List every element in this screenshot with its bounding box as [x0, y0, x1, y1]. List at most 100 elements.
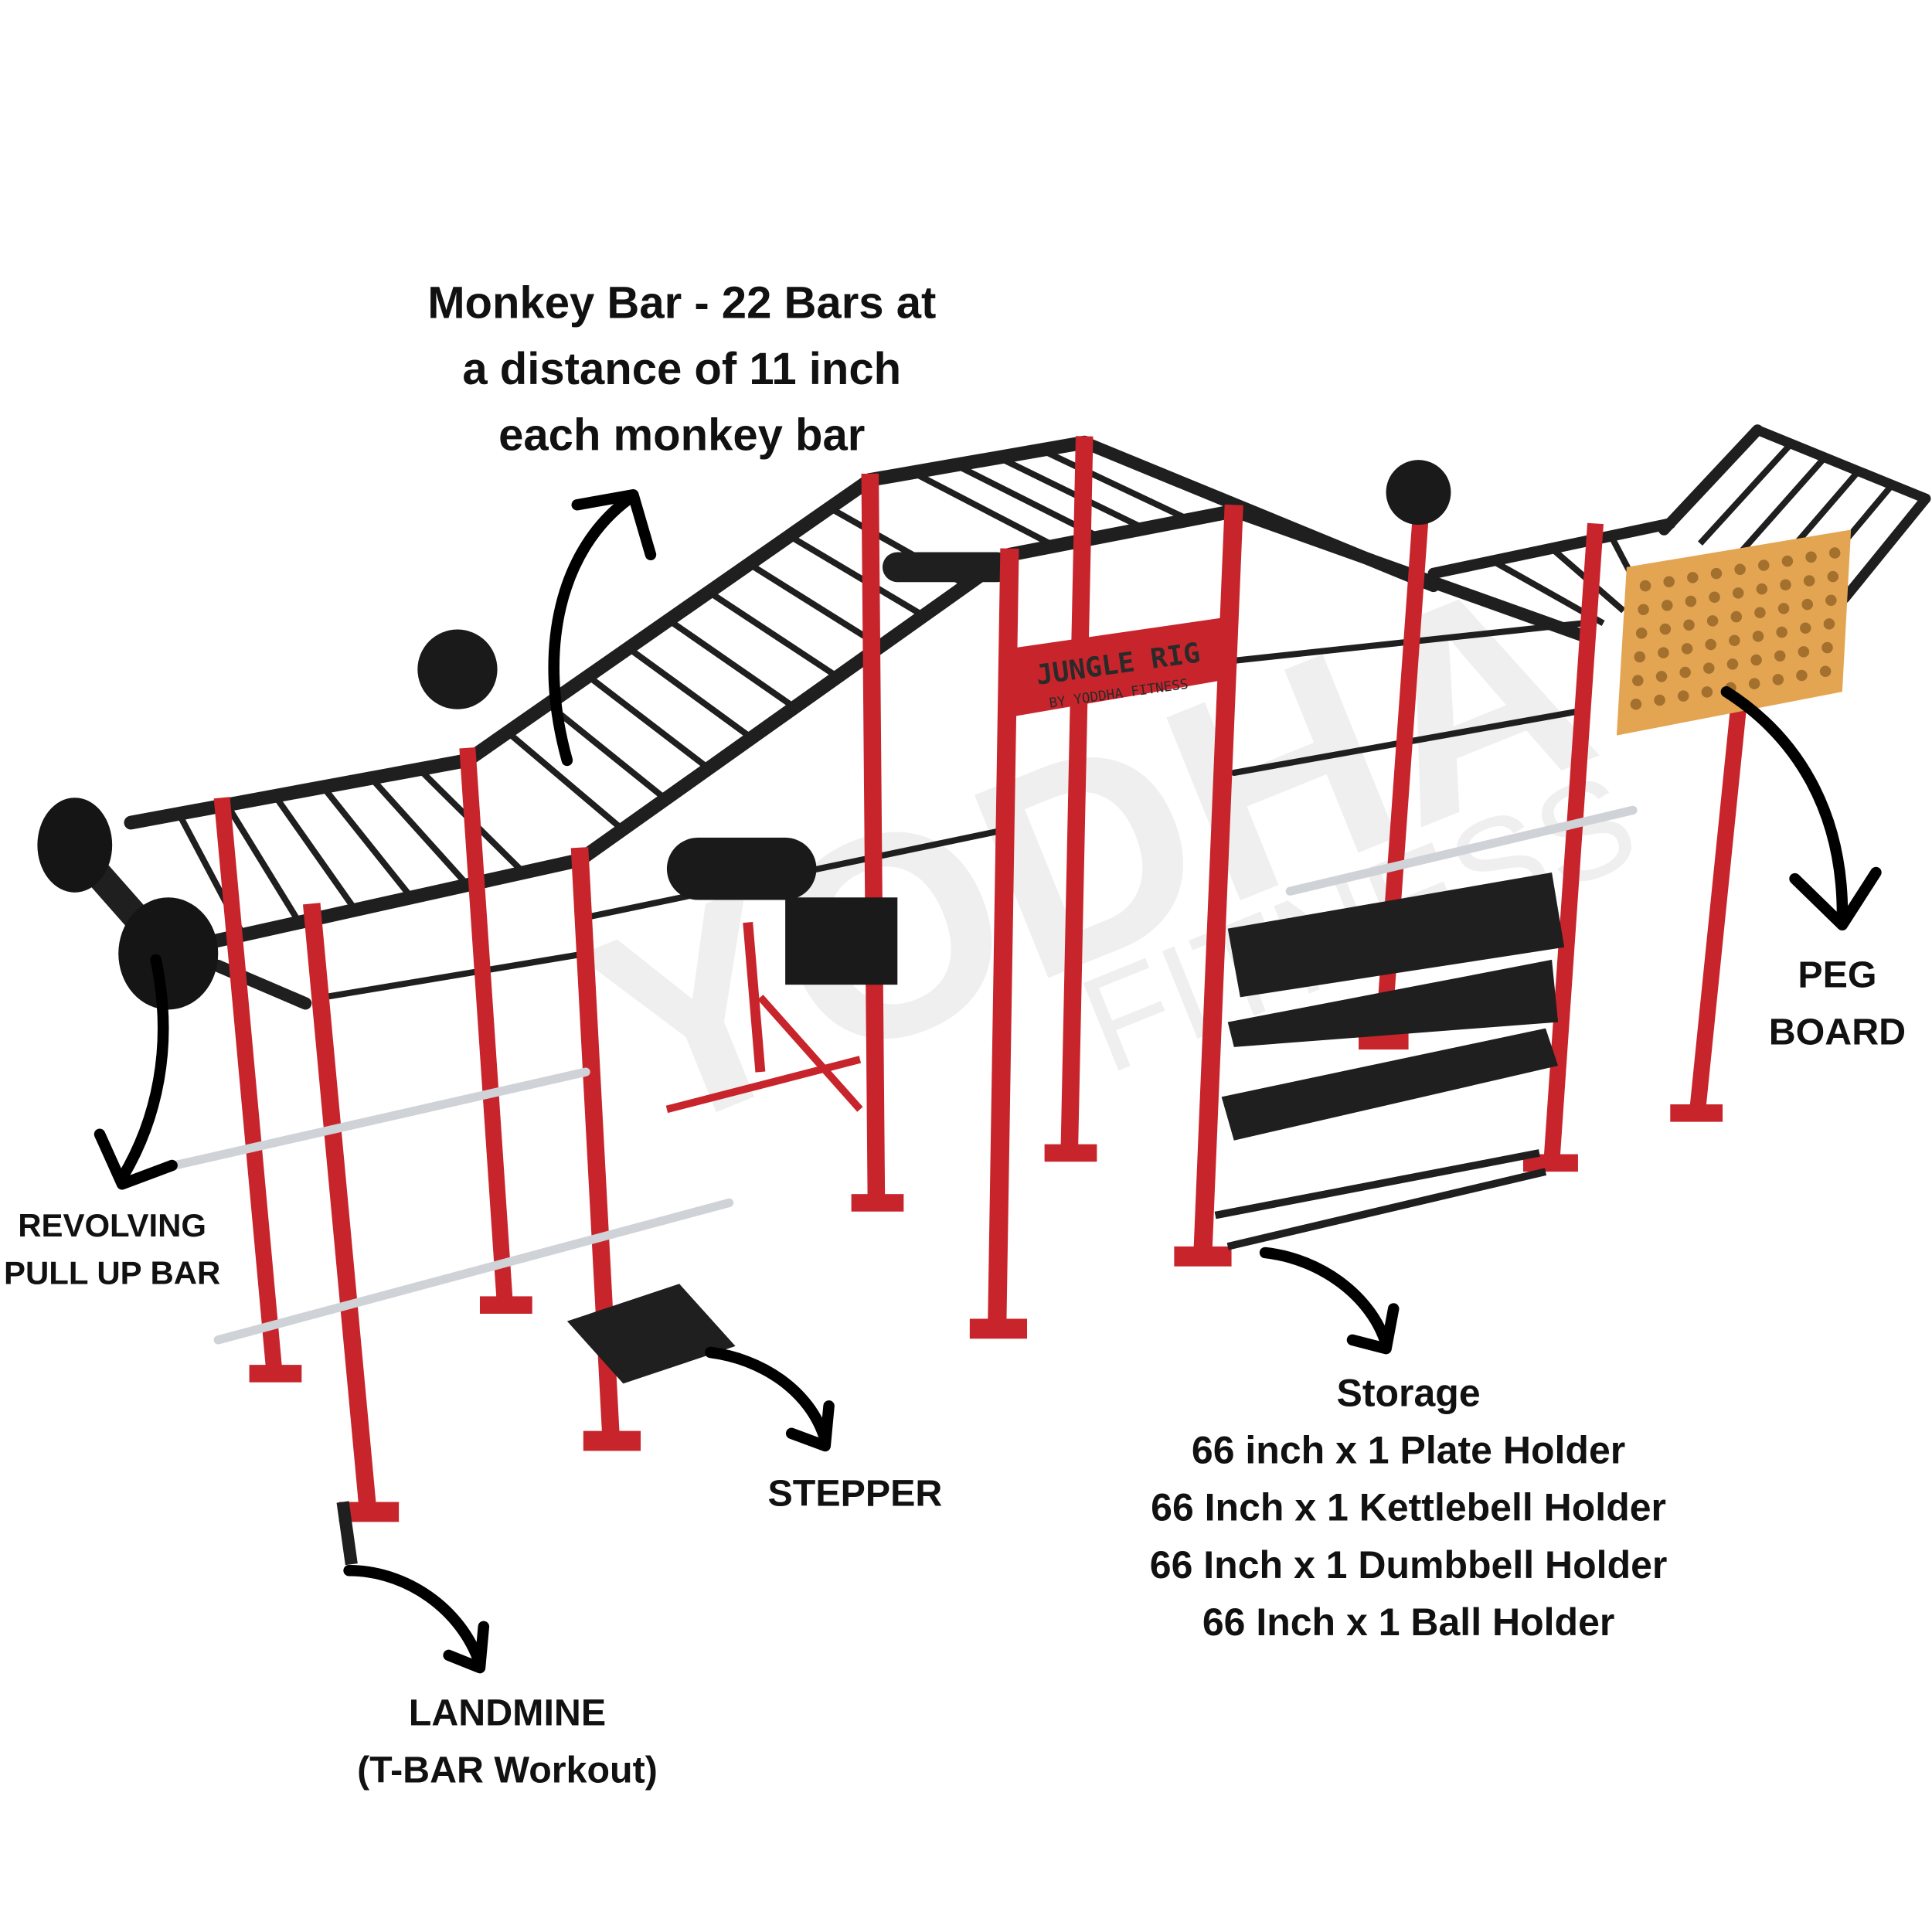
- revolving-disc: [37, 798, 113, 893]
- label-line: each monkey bar: [498, 410, 865, 460]
- target-disc: [1386, 460, 1451, 526]
- beam-left-front: [180, 853, 587, 954]
- base-plate: [479, 1296, 532, 1314]
- label-line: (T-BAR Workout): [357, 1749, 658, 1791]
- arrow-head: [785, 1400, 835, 1452]
- arrow-monkey-bar: [548, 492, 635, 767]
- base-plate: [1670, 1104, 1723, 1122]
- label-line: REVOLVING: [18, 1207, 206, 1243]
- monkey-bar-rung: [505, 730, 625, 832]
- peg-hole: [1828, 547, 1841, 559]
- peg-hole: [1658, 647, 1669, 658]
- arrow-head: [94, 1128, 178, 1190]
- arrow-head: [571, 489, 657, 560]
- arrow-head: [443, 1621, 490, 1674]
- arrow-landmine: [343, 1564, 486, 1670]
- peg-hole: [1654, 694, 1665, 706]
- dumbbell-holder: [1221, 1028, 1559, 1141]
- monkey-bar-rung: [321, 784, 414, 900]
- base-plate: [583, 1430, 641, 1451]
- beam-ramp-front: [573, 547, 1017, 867]
- monkey-bar-rung: [369, 776, 470, 887]
- base-plate: [1044, 1144, 1097, 1162]
- peg-hole: [1638, 604, 1649, 615]
- label-line: 66 inch x 1 Plate Holder: [1192, 1429, 1625, 1472]
- peg-hole: [1703, 662, 1715, 674]
- label-line: LANDMINE: [409, 1692, 606, 1733]
- peg-hole: [1687, 572, 1699, 583]
- peg-hole: [1772, 674, 1784, 685]
- peg-hole: [1710, 567, 1723, 580]
- base-plate: [851, 1194, 904, 1212]
- upright: [1543, 522, 1604, 1160]
- label-landmine: LANDMINE (T-BAR Workout): [357, 1692, 658, 1791]
- upright: [861, 473, 886, 1197]
- peg-hole: [1663, 576, 1675, 587]
- monkey-bar-rung: [1733, 455, 1828, 560]
- arrow-head: [1346, 1303, 1400, 1355]
- monkey-bar-rung: [272, 794, 358, 912]
- peg-hole: [1732, 587, 1744, 599]
- peg-hole: [1754, 607, 1766, 618]
- label-line: 66 Inch x 1 Dumbbell Holder: [1150, 1543, 1668, 1587]
- beam-top-front: [1002, 504, 1241, 562]
- peg-hole: [1701, 686, 1713, 698]
- peg-hole: [1634, 651, 1646, 663]
- base-plate: [1522, 1154, 1578, 1172]
- monkey-bar-rung: [911, 469, 1056, 549]
- label-monkey-bar: Monkey Bar - 22 Bars at a distance of 11…: [427, 277, 936, 460]
- barbell: [1285, 805, 1638, 896]
- label-line: 66 Inch x 1 Kettlebell Holder: [1151, 1486, 1666, 1529]
- arrow-head: [1789, 866, 1882, 931]
- arrow-revolving: [116, 954, 169, 1184]
- upright: [459, 747, 513, 1304]
- kettlebell-holder: [1227, 959, 1559, 1047]
- peg-hole: [1801, 598, 1813, 611]
- upright: [213, 797, 283, 1372]
- base-plate: [969, 1318, 1028, 1339]
- monkey-bar-rung: [1698, 441, 1794, 546]
- peg-hole: [1726, 658, 1739, 670]
- peg-hole: [1781, 555, 1794, 567]
- peg-hole: [1679, 666, 1691, 679]
- arrow-peg-board: [1720, 685, 1849, 928]
- barbell: [213, 1198, 734, 1345]
- monkey-bar-rung: [997, 454, 1146, 532]
- upright: [1060, 436, 1094, 1148]
- revolving-pull-up-bar: [37, 798, 219, 1010]
- peg-hole: [1748, 678, 1760, 689]
- label-line: PEG: [1798, 954, 1876, 995]
- peg-hole: [1635, 628, 1648, 639]
- peg-hole: [1774, 650, 1786, 662]
- peg-hole: [1685, 595, 1697, 607]
- target-disc: [417, 629, 498, 709]
- base-plate: [249, 1365, 302, 1383]
- peg-hole: [1662, 600, 1673, 611]
- peg-hole: [1681, 643, 1693, 655]
- label-line: Monkey Bar - 22 Bars at: [427, 277, 936, 328]
- landmine: [336, 1501, 358, 1566]
- plate-holder: [1227, 872, 1565, 998]
- monkey-bar-rung: [747, 561, 883, 649]
- monkey-bar-rung: [707, 589, 840, 680]
- peg-hole: [1758, 560, 1770, 571]
- ghd-bench: [665, 837, 898, 1114]
- callout-arrows: [94, 489, 1882, 1674]
- storage-holders: [170, 805, 1638, 1345]
- peg-hole: [1630, 699, 1642, 710]
- arrow-storage: [1259, 1247, 1392, 1349]
- revolving-disc: [118, 897, 219, 1010]
- peg-hole: [1677, 690, 1689, 702]
- label-line: 66 Inch x 1 Ball Holder: [1202, 1600, 1615, 1644]
- peg-hole: [1705, 638, 1716, 651]
- label-peg-board: PEG BOARD: [1769, 954, 1906, 1053]
- label-line: PULL UP BAR: [4, 1254, 220, 1291]
- peg-hole: [1823, 618, 1835, 630]
- peg-hole: [1756, 583, 1768, 595]
- peg-hole: [1798, 646, 1810, 658]
- label-line: a distance of 11 inch: [462, 344, 901, 394]
- peg-hole: [1780, 579, 1791, 591]
- label-revolving-pull-up-bar: REVOLVING PULL UP BAR: [4, 1207, 220, 1291]
- jungle-rig-sign: JUNGLE RIG BY YODDHA FITNESS: [1012, 617, 1228, 717]
